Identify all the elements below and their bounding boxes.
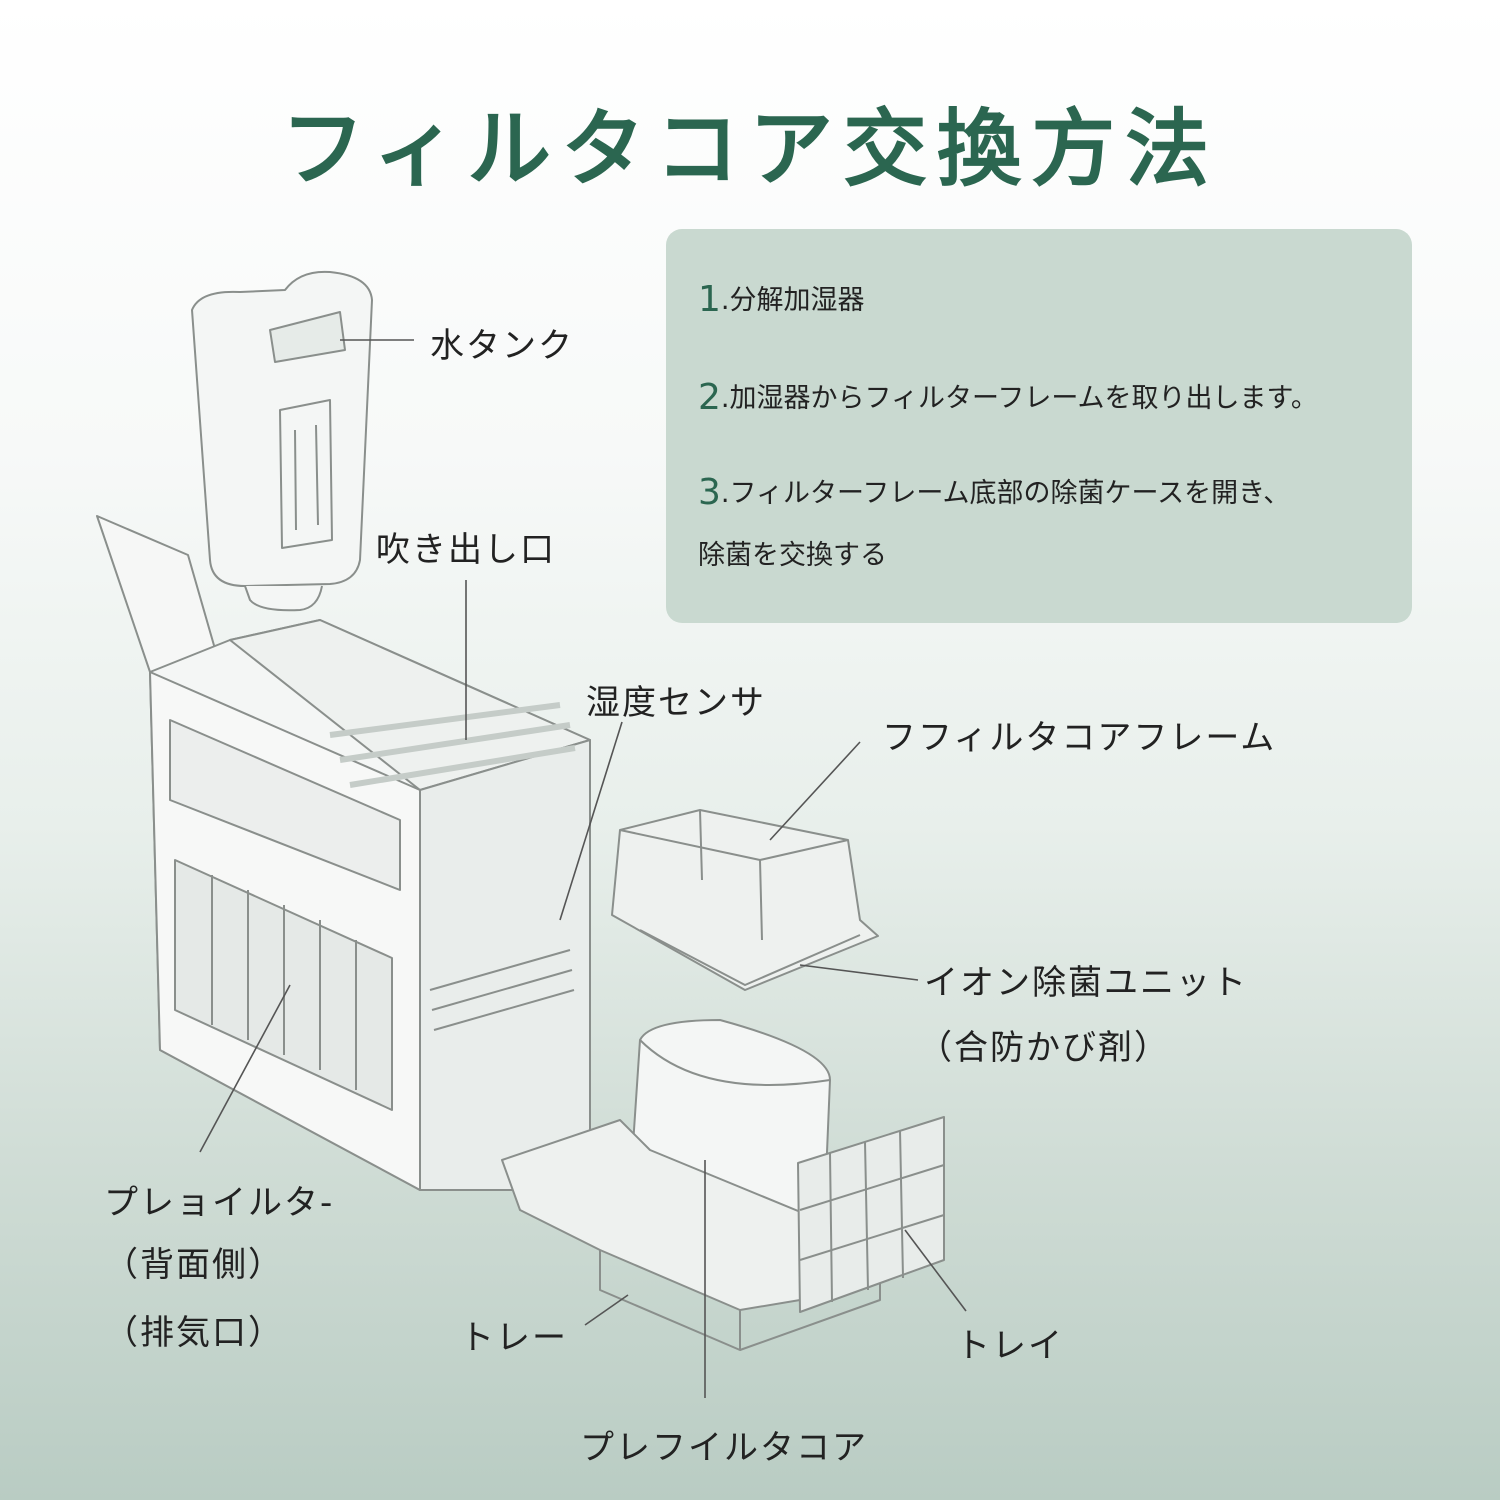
label-tray-right: トレイ xyxy=(956,1318,1064,1367)
label-humidity-sensor: 湿度センサ xyxy=(586,675,766,724)
label-ion-unit: イオン除菌ユニット xyxy=(924,955,1248,1004)
filter-core-frame-illustration xyxy=(612,810,878,990)
label-ion-unit-sub: （合防かび剤） xyxy=(918,1020,1170,1069)
label-prefilter-sub2: （排気口） xyxy=(104,1305,284,1354)
label-outlet: 吹き出し口 xyxy=(376,522,556,571)
label-tray-left: トレー xyxy=(460,1310,568,1359)
water-tank-illustration xyxy=(192,272,372,610)
label-prefilter: プレョイルタ- xyxy=(104,1175,334,1224)
humidifier-body xyxy=(150,620,590,1190)
label-water-tank: 水タンク xyxy=(430,318,574,367)
label-filter-core-frame: フフィルタコアフレーム xyxy=(882,710,1276,759)
label-prefilter-sub1: （背面側） xyxy=(104,1237,284,1286)
label-prefilter-core: プレフイルタコア xyxy=(580,1420,868,1469)
